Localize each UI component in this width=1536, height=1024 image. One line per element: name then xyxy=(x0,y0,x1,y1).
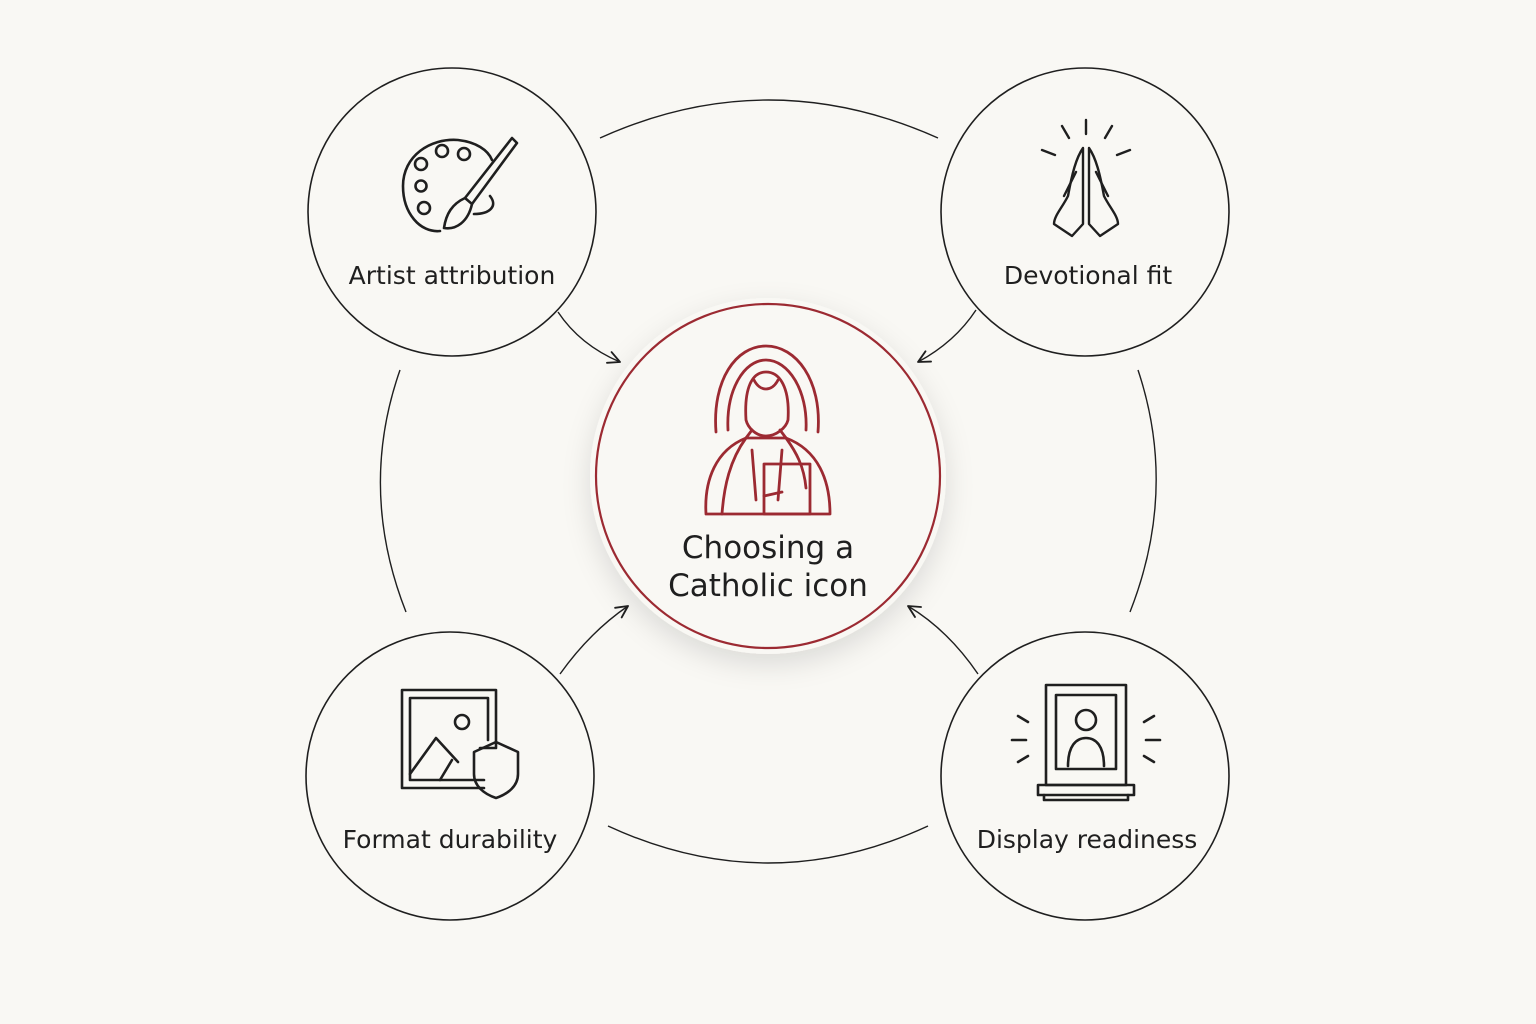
node-display-readiness: Display readiness xyxy=(940,631,1230,921)
center-title-line2: Catholic icon xyxy=(668,568,868,604)
saint-icon xyxy=(704,344,832,516)
arrow-display-to-center xyxy=(907,605,979,675)
arc-right xyxy=(1129,369,1157,613)
center-title-line1: Choosing a xyxy=(682,530,854,566)
cycle-arcs xyxy=(379,99,1157,864)
palette-brush-icon xyxy=(401,136,519,233)
node-devotional-fit: Devotional fit xyxy=(940,67,1230,357)
praying-hands-icon xyxy=(1040,118,1132,238)
center-node: Choosing a Catholic icon xyxy=(590,298,946,654)
framed-image-shield-icon xyxy=(400,688,520,800)
arc-left xyxy=(379,369,407,613)
arrow-artist-to-center xyxy=(557,311,621,364)
node-label: Format durability xyxy=(343,825,558,854)
framed-portrait-display-icon xyxy=(1010,683,1162,802)
arrows xyxy=(557,309,979,675)
arrow-format-to-center xyxy=(559,605,629,675)
node-label: Devotional fit xyxy=(1004,261,1173,290)
arrow-devotional-to-center xyxy=(917,309,977,363)
arc-top xyxy=(599,99,939,139)
node-label: Artist attribution xyxy=(349,261,556,290)
arc-bottom xyxy=(607,825,929,864)
node-label: Display readiness xyxy=(977,825,1198,854)
node-artist-attribution: Artist attribution xyxy=(307,67,597,357)
node-format-durability: Format durability xyxy=(305,631,595,921)
